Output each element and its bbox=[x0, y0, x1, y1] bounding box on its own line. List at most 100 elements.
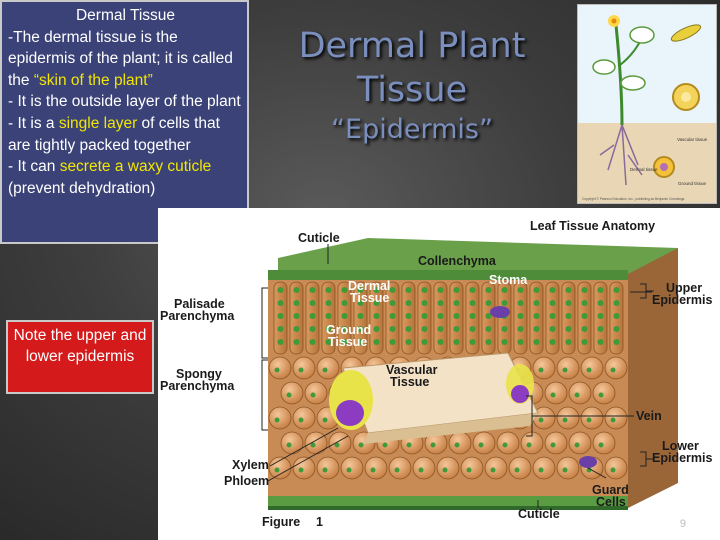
chloroplast bbox=[453, 326, 460, 332]
label-ground-1: Ground bbox=[326, 323, 371, 337]
spongy-cell bbox=[268, 406, 292, 430]
chloroplast bbox=[277, 326, 284, 332]
chloroplast bbox=[309, 339, 316, 345]
palisade-columns bbox=[273, 281, 624, 355]
chloroplast bbox=[293, 339, 300, 345]
label-vein: Vein bbox=[636, 409, 662, 423]
chloroplast bbox=[325, 287, 332, 293]
spongy-cell bbox=[460, 456, 484, 480]
chloroplast bbox=[325, 300, 332, 306]
spongy-cell bbox=[412, 456, 436, 480]
chloroplast bbox=[341, 287, 348, 293]
chloroplast bbox=[341, 300, 348, 306]
label-upper-2: Epidermis bbox=[652, 293, 712, 307]
figure-caption-number: 1 bbox=[316, 515, 323, 529]
chloroplast bbox=[454, 442, 460, 448]
spongy-cell bbox=[364, 456, 388, 480]
chloroplast bbox=[574, 442, 580, 448]
spongy-cell bbox=[556, 406, 580, 430]
chloroplast bbox=[322, 417, 328, 423]
chloroplast bbox=[274, 367, 280, 373]
plant-copyright: Copyright © Pearson Education, Inc., pub… bbox=[582, 197, 685, 201]
chloroplast bbox=[586, 367, 592, 373]
figure-caption-word: Figure bbox=[262, 515, 300, 529]
chloroplast bbox=[538, 467, 544, 473]
chloroplast bbox=[298, 417, 304, 423]
label-xylem: Xylem bbox=[232, 458, 269, 472]
line4-suffix: (prevent dehydration) bbox=[8, 179, 156, 197]
page-number: 9 bbox=[679, 518, 686, 530]
chloroplast bbox=[549, 287, 556, 293]
label-upper-1: Upper bbox=[666, 281, 702, 295]
chloroplast bbox=[405, 339, 412, 345]
chloroplast bbox=[274, 467, 280, 473]
chloroplast bbox=[597, 313, 604, 319]
line3-highlight: single layer bbox=[58, 114, 138, 132]
chloroplast bbox=[405, 326, 412, 332]
chloroplast bbox=[565, 287, 572, 293]
chloroplast bbox=[581, 300, 588, 306]
chloroplast bbox=[325, 313, 332, 319]
chloroplast bbox=[334, 442, 340, 448]
chloroplast bbox=[565, 300, 572, 306]
chloroplast bbox=[437, 339, 444, 345]
chloroplast bbox=[274, 417, 280, 423]
chloroplast bbox=[405, 287, 412, 293]
chloroplast bbox=[478, 442, 484, 448]
spongy-cell bbox=[304, 381, 328, 405]
chloroplast bbox=[469, 313, 476, 319]
chloroplast bbox=[453, 339, 460, 345]
chloroplast bbox=[549, 339, 556, 345]
chloroplast bbox=[421, 326, 428, 332]
chloroplast bbox=[549, 313, 556, 319]
chloroplast bbox=[517, 326, 524, 332]
chloroplast bbox=[373, 326, 380, 332]
chloroplast bbox=[562, 467, 568, 473]
spongy-cell bbox=[508, 456, 532, 480]
label-cuticle-top: Cuticle bbox=[298, 231, 340, 245]
plant-diagram-svg: Vascular tissue Dermal tissue Ground tis… bbox=[578, 5, 716, 203]
spongy-cell bbox=[316, 456, 340, 480]
spongy-cell bbox=[592, 431, 616, 455]
note-callout: Note the upper and lower epidermis bbox=[6, 320, 154, 394]
chloroplast bbox=[325, 339, 332, 345]
chloroplast bbox=[406, 442, 412, 448]
chloroplast bbox=[394, 467, 400, 473]
label-spongy-1: Spongy bbox=[176, 367, 222, 381]
chloroplast bbox=[373, 300, 380, 306]
chloroplast bbox=[581, 287, 588, 293]
chloroplast bbox=[574, 392, 580, 398]
chloroplast bbox=[597, 287, 604, 293]
chloroplast bbox=[286, 392, 292, 398]
chloroplast bbox=[298, 367, 304, 373]
chloroplast bbox=[357, 326, 364, 332]
chloroplast bbox=[309, 313, 316, 319]
chloroplast bbox=[469, 326, 476, 332]
chloroplast bbox=[357, 339, 364, 345]
chloroplast bbox=[325, 326, 332, 332]
chloroplast bbox=[346, 467, 352, 473]
chloroplast bbox=[598, 392, 604, 398]
textbox-heading: Dermal Tissue bbox=[75, 7, 176, 24]
chloroplast bbox=[277, 300, 284, 306]
chloroplast bbox=[533, 313, 540, 319]
chloroplast bbox=[309, 287, 316, 293]
chloroplast bbox=[514, 467, 520, 473]
spongy-cell bbox=[580, 356, 604, 380]
leaf-anatomy-svg: Leaf Tissue Anatomy Cuticle Collenchyma … bbox=[160, 219, 712, 529]
chloroplast bbox=[373, 313, 380, 319]
spongy-cell bbox=[556, 456, 580, 480]
spongy-cell bbox=[292, 456, 316, 480]
chloroplast bbox=[597, 339, 604, 345]
chloroplast bbox=[341, 326, 348, 332]
chloroplast bbox=[309, 326, 316, 332]
spongy-cell bbox=[592, 381, 616, 405]
chloroplast bbox=[501, 287, 508, 293]
line4-highlight: secrete a waxy cuticle bbox=[59, 158, 212, 176]
label-palisade-1: Palisade bbox=[174, 297, 225, 311]
chloroplast bbox=[469, 300, 476, 306]
label-dermal-1: Dermal bbox=[348, 279, 390, 293]
vascular-bundle bbox=[329, 352, 539, 444]
dermal-tissue-textbox: Dermal Tissue -The dermal tissue is the … bbox=[0, 0, 249, 244]
line1-text: -The dermal tissue is the epidermis of t… bbox=[8, 28, 233, 89]
